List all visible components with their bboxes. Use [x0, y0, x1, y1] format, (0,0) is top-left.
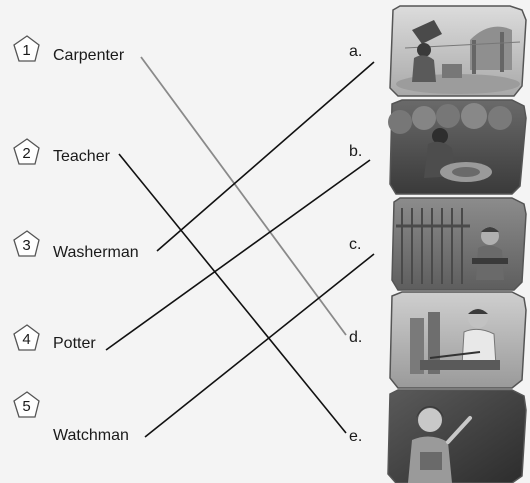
match-line-washerman-to-a — [156, 61, 375, 252]
number-pentagon — [13, 324, 40, 351]
option-letter-b: b. — [349, 143, 362, 160]
item-row-4: 4 Potter — [13, 324, 96, 352]
matching-lines — [105, 56, 375, 438]
item-row-2: 2 Teacher — [13, 138, 111, 165]
item-row-5: 5 Watchman — [13, 391, 129, 444]
item-number: 1 — [22, 42, 30, 59]
washerman-washing-clothes-picture — [389, 5, 527, 97]
item-number: 3 — [22, 237, 30, 254]
match-line-teacher-to-e — [118, 153, 347, 434]
teacher-with-book-picture — [387, 389, 527, 483]
carpenter-sawing-wood-picture — [389, 291, 527, 389]
match-line-watchman-to-c — [144, 253, 375, 438]
item-number: 2 — [22, 145, 30, 162]
number-pentagon — [13, 138, 40, 165]
option-letter-e: e. — [349, 428, 362, 445]
option-letter-d: d. — [349, 329, 362, 346]
item-row-3: 3 Washerman — [13, 230, 139, 261]
number-pentagon — [13, 35, 40, 62]
number-pentagon — [13, 391, 40, 418]
potter-at-wheel-picture — [388, 99, 527, 195]
number-pentagon — [13, 230, 40, 257]
item-row-1: 1 Carpenter — [13, 35, 125, 64]
item-label: Washerman — [53, 244, 139, 261]
option-letter-c: c. — [349, 236, 361, 253]
option-letter-a: a. — [349, 43, 362, 60]
watchman-at-gate-picture — [391, 197, 527, 291]
item-label: Carpenter — [53, 47, 125, 64]
item-label: Watchman — [53, 427, 129, 444]
item-number: 5 — [22, 398, 30, 415]
item-label: Potter — [53, 335, 96, 352]
match-line-carpenter-to-d — [140, 56, 347, 336]
item-number: 4 — [22, 331, 30, 348]
match-line-potter-to-b — [105, 159, 371, 351]
item-label: Teacher — [53, 148, 111, 165]
